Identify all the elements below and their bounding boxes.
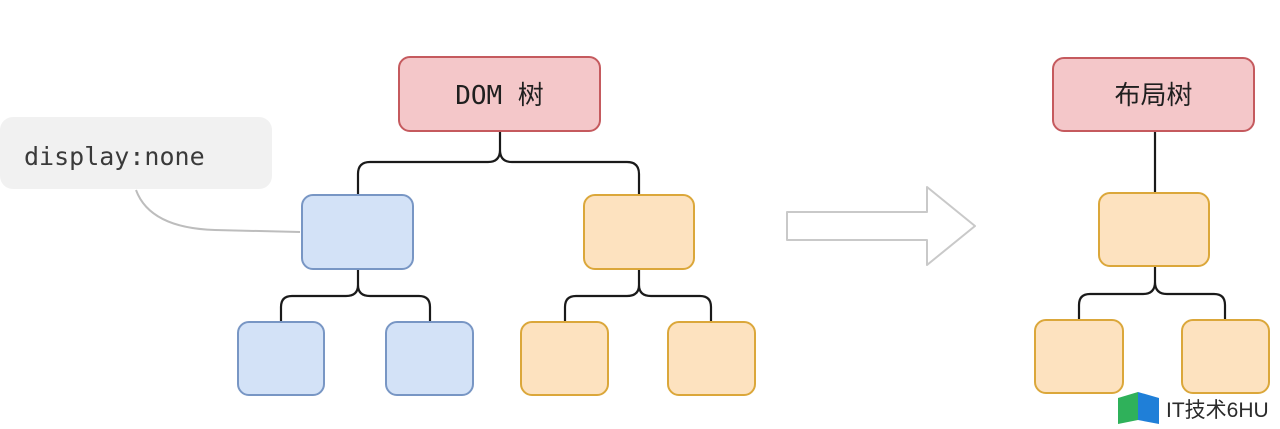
layout-root-node: 布局树 — [1052, 57, 1255, 132]
dom-hidden-child-node — [237, 321, 325, 396]
callout-pointer-line — [135, 189, 301, 233]
dom-blue-branch-connector — [279, 269, 432, 322]
dom-visible-child-node — [520, 321, 609, 396]
display-none-note-label: display:none — [24, 142, 205, 171]
dom-tree: display:none DOM 树 — [0, 56, 756, 396]
layout-child-node — [1034, 319, 1124, 394]
dom-tree-connectors — [279, 132, 713, 322]
layout-root-label: 布局树 — [1114, 81, 1192, 111]
dom-hidden-node — [301, 194, 414, 270]
layout-tree-connectors — [1077, 132, 1227, 320]
layout-child-node — [1181, 319, 1270, 394]
dom-root-node: DOM 树 — [398, 56, 601, 132]
watermark-text: IT技术6HU — [1166, 399, 1269, 422]
layout-tree: 布局树 — [1034, 57, 1270, 394]
dom-visible-child-node — [667, 321, 756, 396]
dom-root-label: DOM 树 — [455, 81, 544, 111]
dom-hidden-child-node — [385, 321, 474, 396]
book-logo-icon — [1118, 392, 1159, 424]
dom-root-to-children-connector — [356, 132, 641, 196]
display-none-note-bubble — [0, 117, 272, 189]
layout-branch-connector — [1077, 266, 1227, 320]
dom-visible-node — [583, 194, 695, 270]
dom-orange-branch-connector — [563, 269, 713, 322]
right-arrow-outline-icon — [786, 186, 976, 266]
layout-node — [1098, 192, 1210, 267]
watermark: IT技术6HU — [1118, 392, 1269, 424]
display-none-callout: display:none — [0, 117, 301, 233]
